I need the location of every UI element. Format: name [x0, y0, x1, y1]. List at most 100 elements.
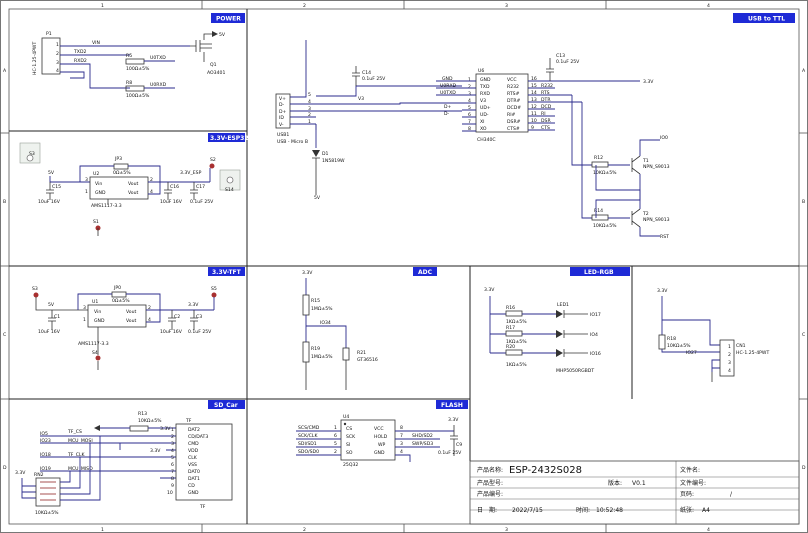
svg-text:100Ω±5%: 100Ω±5%	[126, 93, 150, 99]
svg-text:GT36516: GT36516	[357, 357, 378, 363]
led-circuit: 3.3V R16 1KΩ±5% R17 1KΩ±5% R20 1KΩ±5% LE…	[484, 287, 601, 374]
svg-text:GND: GND	[188, 490, 199, 496]
resistor-r13	[129, 425, 149, 432]
svg-text:IO19: IO19	[40, 466, 51, 472]
svg-text:4: 4	[150, 189, 153, 195]
svg-text:CLK: CLK	[188, 455, 198, 461]
svg-text:U0TXD: U0TXD	[440, 90, 456, 96]
svg-text:D+: D+	[444, 104, 452, 110]
svg-text:S1: S1	[93, 219, 99, 225]
led-red	[556, 310, 563, 318]
section-dividers	[9, 9, 799, 524]
svg-text:SCS/CMD: SCS/CMD	[298, 425, 320, 431]
row-label: C	[3, 332, 6, 338]
svg-text:3.3V: 3.3V	[657, 288, 668, 294]
svg-text:6: 6	[171, 462, 174, 468]
time: 10:52:48	[596, 507, 623, 514]
section-title-led: LED-RGB	[584, 269, 614, 276]
row-label: A	[802, 68, 806, 74]
row-label: D	[3, 465, 7, 471]
svg-text:C9: C9	[456, 442, 462, 448]
title-block: 产品名称: ESP-2432S028 文件名: 产品型号: 版本: V0.1 文…	[469, 460, 800, 525]
svg-text:5V: 5V	[314, 195, 321, 201]
diode-d1	[312, 150, 320, 157]
svg-text:Vout: Vout	[126, 309, 137, 315]
svg-text:时间:: 时间:	[576, 506, 590, 514]
svg-text:IO27: IO27	[686, 350, 697, 356]
resistor-r5	[125, 58, 145, 65]
svg-text:3: 3	[83, 305, 86, 311]
svg-text:GND: GND	[442, 76, 453, 82]
svg-text:4: 4	[308, 99, 311, 105]
svg-text:T1: T1	[642, 158, 649, 164]
svg-text:2: 2	[56, 51, 59, 57]
connector-p1	[41, 37, 61, 75]
section-header-usb	[733, 13, 795, 23]
row-label: D	[802, 465, 806, 471]
svg-text:UD+: UD+	[480, 105, 491, 111]
col-label: 4	[707, 3, 710, 9]
svg-text:0.1uF 25V: 0.1uF 25V	[438, 450, 462, 456]
svg-text:10uF 16V: 10uF 16V	[160, 329, 183, 335]
svg-text:3.3V: 3.3V	[15, 470, 26, 476]
svg-text:CTS#: CTS#	[507, 126, 520, 132]
svg-text:CH340C: CH340C	[477, 137, 496, 143]
svg-text:1KΩ±5%: 1KΩ±5%	[506, 319, 527, 325]
svg-text:S4: S4	[92, 350, 98, 356]
svg-text:U0RXD: U0RXD	[150, 82, 167, 88]
transistor-t2	[595, 165, 660, 237]
section-headers: POWER USB to TTL 3.3V-ESP32 3.3V-TFT ADC…	[208, 13, 795, 409]
svg-text:JP0: JP0	[113, 285, 121, 291]
svg-text:V3: V3	[480, 98, 486, 104]
svg-text:IO23: IO23	[40, 438, 51, 444]
svg-text:MCU_MOSI: MCU_MOSI	[68, 438, 93, 444]
svg-text:HC-1.25-4PWT: HC-1.25-4PWT	[736, 350, 769, 356]
svg-text:/: /	[730, 491, 733, 498]
col-label: 1	[101, 527, 104, 533]
svg-text:GND: GND	[94, 318, 105, 324]
svg-text:DSR: DSR	[541, 118, 551, 124]
svg-text:AMS1117-3.3: AMS1117-3.3	[91, 203, 122, 209]
svg-text:DTR#: DTR#	[507, 98, 521, 104]
svg-text:10KΩ±5%: 10KΩ±5%	[593, 170, 617, 176]
sdcard-circuit: IO5 IO23 IO18 IO19 TF_CS MCU_MOSI TF_CLK…	[15, 411, 233, 516]
svg-text:SCK/CLK: SCK/CLK	[298, 433, 318, 439]
svg-text:页码:: 页码:	[680, 490, 694, 498]
connector-cn1	[719, 339, 735, 377]
svg-text:GND: GND	[374, 450, 385, 456]
svg-text:Vout: Vout	[126, 318, 137, 324]
svg-text:S2: S2	[210, 157, 216, 163]
svg-text:AMS1117-3.3: AMS1117-3.3	[78, 341, 109, 347]
svg-text:3: 3	[308, 106, 311, 112]
svg-text:DCD: DCD	[541, 104, 552, 110]
svg-text:U6: U6	[478, 68, 484, 74]
svg-text:2: 2	[171, 434, 174, 440]
svg-text:文件编号:: 文件编号:	[680, 479, 706, 487]
resistor-r17	[505, 330, 523, 337]
svg-text:R232: R232	[541, 83, 553, 89]
svg-text:1KΩ±5%: 1KΩ±5%	[506, 362, 527, 368]
svg-text:2: 2	[308, 112, 311, 118]
svg-text:CMD: CMD	[188, 441, 199, 447]
svg-text:15: 15	[531, 83, 537, 89]
mosfet-q1	[190, 31, 218, 62]
section-header-led	[570, 267, 630, 276]
svg-text:C2: C2	[174, 314, 180, 320]
product-name-label: 产品名称:	[477, 466, 503, 474]
svg-text:3: 3	[171, 441, 174, 447]
svg-text:TF: TF	[185, 418, 192, 424]
svg-text:10uF 16V: 10uF 16V	[38, 199, 61, 205]
svg-text:DAT2: DAT2	[188, 427, 200, 433]
svg-text:JP3: JP3	[114, 156, 122, 162]
svg-text:DTR: DTR	[541, 97, 551, 103]
svg-text:S14: S14	[225, 187, 234, 193]
svg-text:RTS: RTS	[541, 90, 550, 96]
svg-text:C14: C14	[362, 70, 371, 76]
svg-text:RST: RST	[660, 234, 669, 240]
svg-text:XI: XI	[480, 119, 485, 125]
svg-text:GND: GND	[480, 77, 491, 83]
power-circuit: P1 HC-1.25-4PWT 1 2 3 4 VIN TXD2 RXD2 R5…	[32, 31, 226, 99]
svg-text:ID: ID	[279, 115, 284, 121]
svg-text:5: 5	[334, 441, 337, 447]
